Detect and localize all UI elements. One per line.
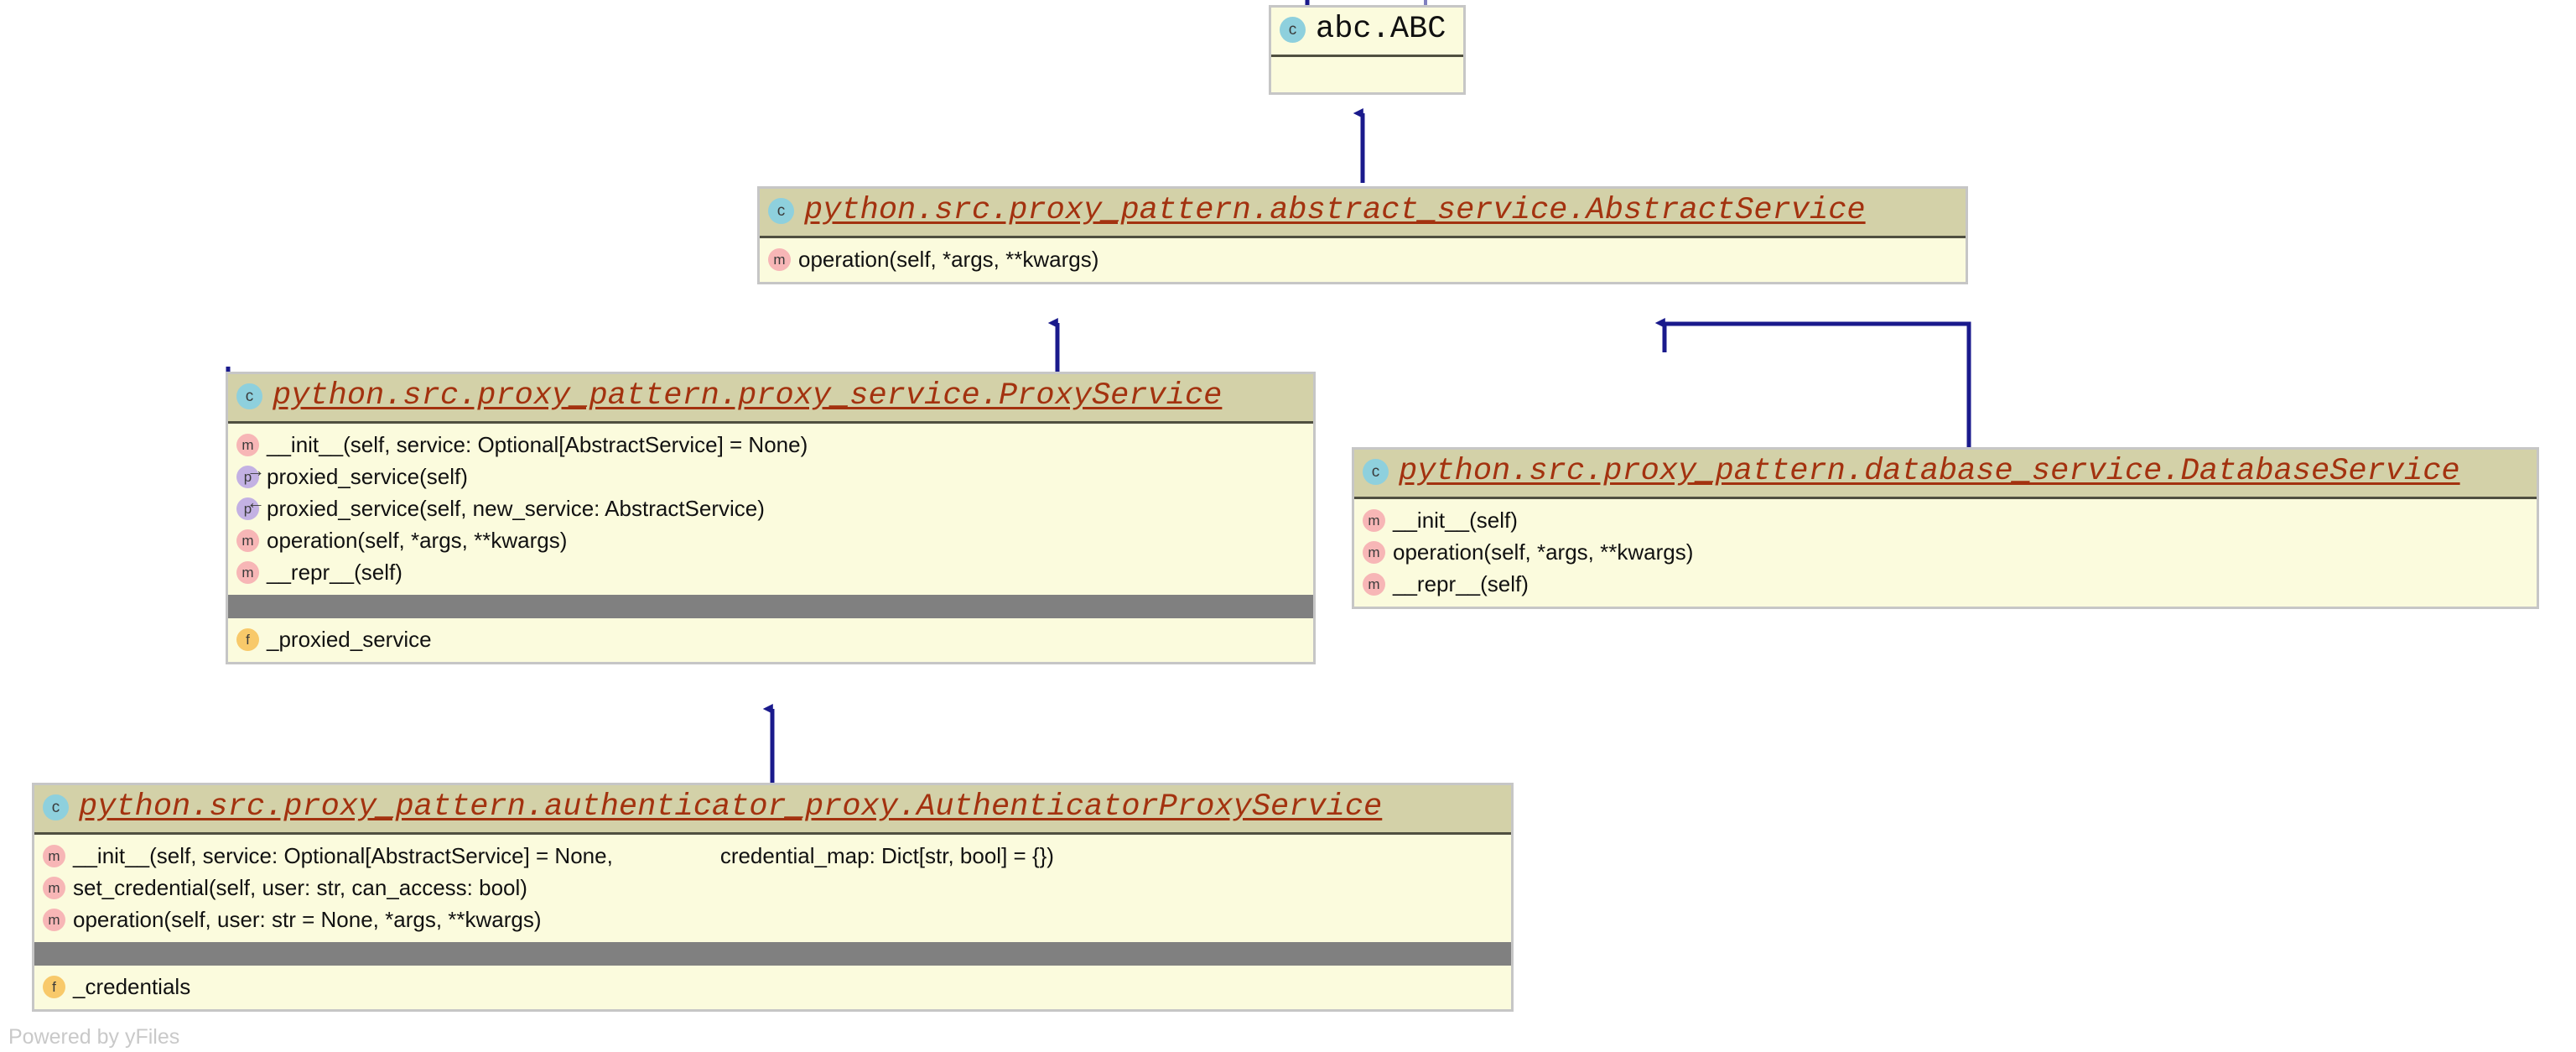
class-member-label-part-b: credential_map: Dict[str, bool] = {}) <box>719 843 1054 868</box>
method-icon: m <box>1363 508 1385 532</box>
class-member-label: operation(self, *args, **kwargs) <box>1393 539 1694 565</box>
field-icon: f <box>236 628 259 651</box>
class-title: python.src.proxy_pattern.proxy_service.P… <box>273 378 1223 414</box>
method-icon: m <box>1363 572 1385 596</box>
class-methods-section: m __init__(self) m operation(self, *args… <box>1354 499 2537 607</box>
class-member-label: operation(self, *args, **kwargs) <box>798 247 1099 272</box>
class-node-header: c abc.ABC <box>1271 8 1463 57</box>
class-node-abstract-service[interactable]: c python.src.proxy_pattern.abstract_serv… <box>757 186 1968 284</box>
arrow-right-icon: → <box>247 459 265 481</box>
method-icon: m <box>1363 540 1385 564</box>
class-node-database-service[interactable]: c python.src.proxy_pattern.database_serv… <box>1352 447 2539 609</box>
class-node-abc-abc[interactable]: c abc.ABC <box>1269 5 1466 95</box>
class-member-label: _credentials <box>73 974 191 999</box>
class-fields-section: f _proxied_service <box>228 618 1313 662</box>
class-member-label-wrapped: __init__(self, service: Optional[Abstrac… <box>73 842 1054 869</box>
class-member-row[interactable]: m __init__(self, service: Optional[Abstr… <box>34 840 1511 872</box>
method-icon: m <box>43 844 65 867</box>
class-title: python.src.proxy_pattern.abstract_servic… <box>804 193 1866 228</box>
method-icon: m <box>768 247 791 271</box>
class-node-header: c python.src.proxy_pattern.proxy_service… <box>228 374 1313 424</box>
class-member-label: __repr__(self) <box>267 560 402 585</box>
method-icon: m <box>43 876 65 899</box>
class-member-label: proxied_service(self) <box>267 464 468 489</box>
arrow-left-icon: ← <box>247 491 265 513</box>
class-title: python.src.proxy_pattern.authenticator_p… <box>79 789 1383 825</box>
class-member-row[interactable]: m __init__(self, service: Optional[Abstr… <box>228 429 1313 461</box>
class-member-label: __init__(self, service: Optional[Abstrac… <box>267 432 808 457</box>
class-member-row[interactable]: m operation(self, *args, **kwargs) <box>760 243 1966 275</box>
class-node-header: c python.src.proxy_pattern.database_serv… <box>1354 450 2537 499</box>
class-member-row[interactable]: m operation(self, user: str = None, *arg… <box>34 904 1511 935</box>
class-member-label: operation(self, user: str = None, *args,… <box>73 907 542 932</box>
class-node-authenticator-proxy-service[interactable]: c python.src.proxy_pattern.authenticator… <box>32 783 1514 1012</box>
class-member-label: __init__(self) <box>1393 508 1518 533</box>
class-member-row[interactable]: m set_credential(self, user: str, can_ac… <box>34 872 1511 904</box>
method-icon: m <box>236 560 259 584</box>
class-icon: c <box>236 383 262 409</box>
class-member-label: _proxied_service <box>267 627 432 652</box>
property-setter-icon: p← <box>236 492 265 520</box>
class-icon: c <box>768 197 794 224</box>
class-methods-section: m __init__(self, service: Optional[Abstr… <box>34 835 1511 942</box>
class-member-row[interactable]: f _credentials <box>34 971 1511 1003</box>
class-member-row[interactable]: m __init__(self) <box>1354 504 2537 536</box>
class-member-row[interactable]: m operation(self, *args, **kwargs) <box>228 524 1313 556</box>
class-node-proxy-service[interactable]: c python.src.proxy_pattern.proxy_service… <box>226 372 1316 664</box>
class-title: abc.ABC <box>1316 12 1446 47</box>
class-member-label: set_credential(self, user: str, can_acce… <box>73 875 527 900</box>
class-section-divider <box>34 942 1511 966</box>
class-member-label: operation(self, *args, **kwargs) <box>267 528 568 553</box>
method-icon: m <box>236 529 259 552</box>
class-member-row[interactable]: m __repr__(self) <box>1354 568 2537 600</box>
class-member-row[interactable]: p→ proxied_service(self) <box>228 461 1313 492</box>
yfiles-watermark: Powered by yFiles <box>8 1025 180 1049</box>
class-member-row[interactable]: m operation(self, *args, **kwargs) <box>1354 536 2537 568</box>
class-icon: c <box>1363 458 1389 485</box>
class-fields-section: f _credentials <box>34 966 1511 1009</box>
class-section-divider <box>228 595 1313 618</box>
class-node-header: c python.src.proxy_pattern.authenticator… <box>34 785 1511 835</box>
class-member-row[interactable]: p← proxied_service(self, new_service: Ab… <box>228 492 1313 524</box>
class-member-label: __repr__(self) <box>1393 571 1529 596</box>
class-title: python.src.proxy_pattern.database_servic… <box>1399 454 2460 489</box>
property-getter-icon: p→ <box>236 461 265 488</box>
class-node-header: c python.src.proxy_pattern.abstract_serv… <box>760 189 1966 238</box>
field-icon: f <box>43 975 65 998</box>
method-icon: m <box>236 433 259 456</box>
class-icon: c <box>1280 16 1306 43</box>
class-member-row[interactable]: m __repr__(self) <box>228 556 1313 588</box>
class-icon: c <box>43 794 69 820</box>
class-member-label: proxied_service(self, new_service: Abstr… <box>267 496 765 521</box>
class-member-label-part-a: __init__(self, service: Optional[Abstrac… <box>73 843 613 868</box>
class-members-section-empty <box>1271 57 1463 92</box>
method-icon: m <box>43 908 65 931</box>
class-methods-section: m operation(self, *args, **kwargs) <box>760 238 1966 282</box>
class-member-row[interactable]: f _proxied_service <box>228 623 1313 655</box>
class-methods-section: m __init__(self, service: Optional[Abstr… <box>228 424 1313 595</box>
edge-databaseservice-to-abstractservice <box>1662 321 1971 447</box>
